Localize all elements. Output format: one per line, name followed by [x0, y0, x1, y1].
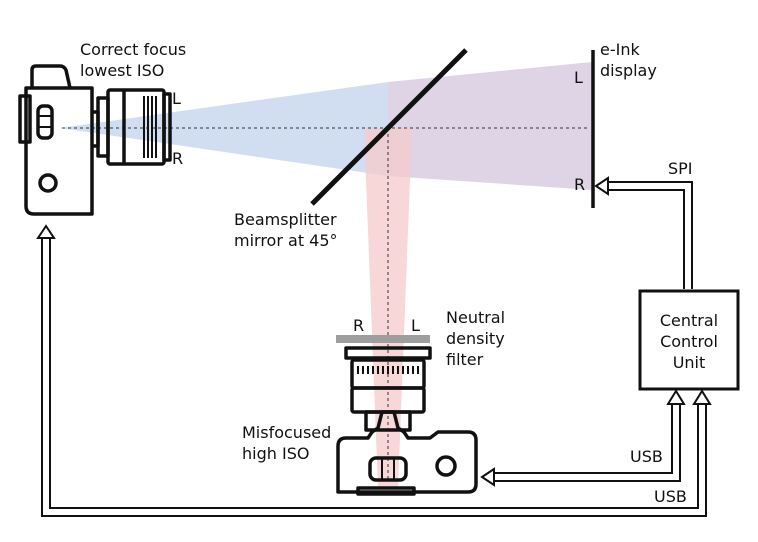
- camera-top-label-2: lowest ISO: [80, 61, 164, 80]
- display-L-marker: L: [574, 68, 583, 87]
- lens-grip-ridges: [357, 366, 419, 374]
- usb-label-2: USB: [654, 487, 687, 506]
- usb-connector-top-camera: [41, 238, 707, 517]
- filter-label-1: Neutral: [446, 308, 505, 327]
- ccu-label-2: Control: [660, 332, 718, 351]
- camera-top-R-marker: R: [172, 149, 183, 168]
- arrow-icon: [692, 389, 712, 405]
- spi-label: SPI: [668, 159, 693, 178]
- purple-light-beam: [388, 62, 592, 190]
- filter-label-3: filter: [446, 350, 484, 369]
- arrow-icon: [480, 467, 495, 487]
- display-label-2: display: [600, 61, 657, 80]
- usb-label-1: USB: [630, 447, 663, 466]
- arrow-icon: [36, 224, 56, 239]
- filter-label-2: density: [446, 329, 505, 348]
- camera-bottom-label-2: high ISO: [242, 444, 309, 463]
- lens-grip-ridges: [143, 96, 157, 158]
- camera-top-label-1: Correct focus: [80, 40, 186, 59]
- filter-R-marker: R: [353, 316, 364, 335]
- dslr-camera-icon: [18, 64, 172, 216]
- usb-connector-bottom-camera: [494, 404, 681, 482]
- dslr-camera-icon: [336, 346, 478, 496]
- filter-L-marker: L: [411, 316, 420, 335]
- spi-connector: [608, 181, 693, 289]
- beamsplitter-label-2: mirror at 45°: [234, 231, 338, 250]
- neutral-density-filter: [336, 335, 430, 343]
- central-control-unit-box: [638, 289, 740, 391]
- arrow-icon: [594, 176, 609, 196]
- arrow-icon: [666, 389, 686, 405]
- blue-light-beam: [60, 82, 388, 176]
- camera-top-L-marker: L: [172, 89, 181, 108]
- beamsplitter-label-1: Beamsplitter: [234, 210, 337, 229]
- camera-bottom-label-1: Misfocused: [242, 423, 331, 442]
- display-R-marker: R: [574, 175, 585, 194]
- ccu-label-3: Unit: [673, 353, 706, 372]
- ccu-label-1: Central: [660, 311, 718, 330]
- display-label-1: e-Ink: [600, 40, 640, 59]
- beamsplitter-mirror: [310, 48, 468, 206]
